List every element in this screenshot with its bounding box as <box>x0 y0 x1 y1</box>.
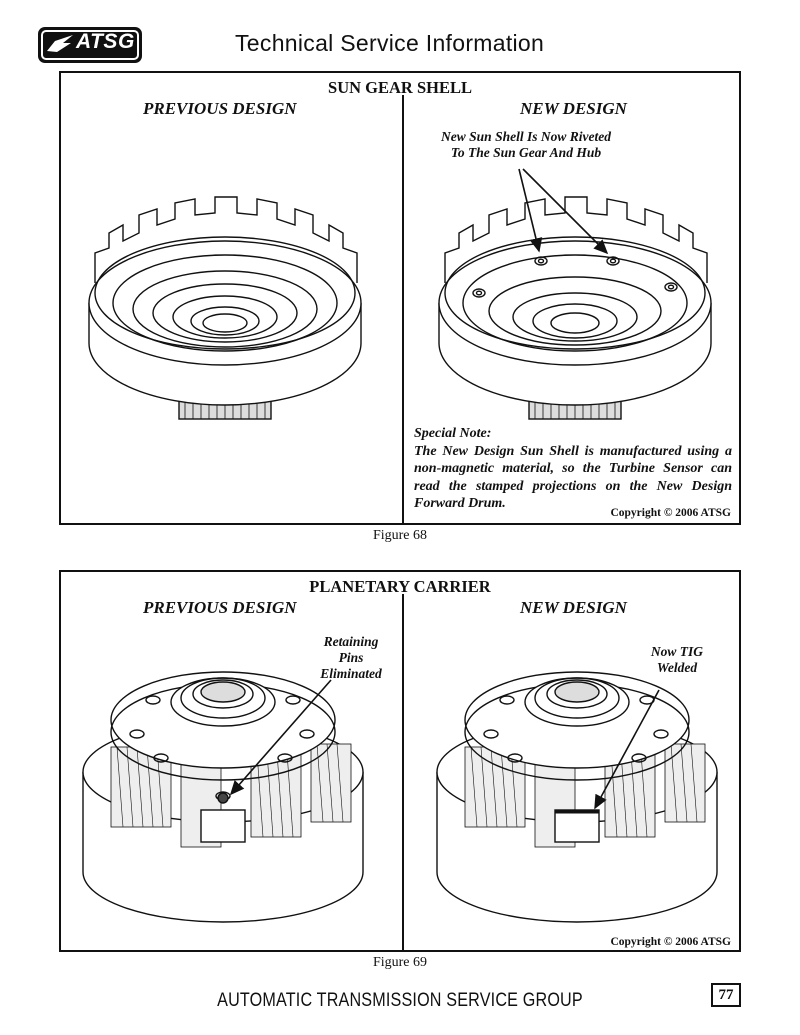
tig-welded-callout-line1: Now TIG <box>650 644 704 659</box>
atsg-logo: ATSG <box>38 27 142 63</box>
figure-69-caption: Figure 69 <box>372 955 428 970</box>
page-title: Technical Service Information <box>235 30 545 56</box>
special-note-title: Special Note: <box>414 426 492 441</box>
riveted-callout: New Sun Shell Is Now Riveted To The Sun … <box>406 129 646 161</box>
panel-divider <box>402 95 404 523</box>
riveted-callout-line2: To The Sun Gear And Hub <box>450 145 602 160</box>
previous-design-heading: PREVIOUS DESIGN <box>143 99 297 118</box>
retaining-pins-callout-line2: Pins <box>338 650 364 665</box>
eagle-icon <box>47 35 73 52</box>
special-note-body: The New Design Sun Shell is manufactured… <box>414 443 732 512</box>
footer-organization: AUTOMATIC TRANSMISSION SERVICE GROUP <box>217 990 583 1011</box>
retaining-pins-callout: Retaining Pins Eliminated <box>301 634 401 682</box>
planetary-carrier-illustration <box>82 671 718 923</box>
figure-68-panel: SUN GEAR SHELL PREVIOUS DESIGN NEW DESIG… <box>59 71 741 525</box>
copyright-notice: Copyright © 2006 ATSG <box>610 936 731 948</box>
logo-text: ATSG <box>76 30 135 53</box>
previous-design-heading: PREVIOUS DESIGN <box>143 598 297 617</box>
panel-divider <box>402 594 404 950</box>
figure-69-panel: PLANETARY CARRIER PREVIOUS DESIGN NEW DE… <box>59 570 741 952</box>
new-design-heading: NEW DESIGN <box>520 598 627 617</box>
special-note: Special Note: The New Design Sun Shell i… <box>414 425 732 513</box>
figure-68-caption: Figure 68 <box>372 528 428 543</box>
figure-69-title: PLANETARY CARRIER <box>309 577 491 596</box>
figure-68-title: SUN GEAR SHELL <box>328 78 472 97</box>
new-planetary-carrier-drawing <box>436 671 718 923</box>
previous-sun-shell-drawing <box>88 196 362 420</box>
new-sun-shell-drawing <box>438 168 712 420</box>
retaining-pins-callout-line3: Eliminated <box>320 666 382 681</box>
retaining-pins-callout-line1: Retaining <box>323 634 379 649</box>
new-design-heading: NEW DESIGN <box>520 99 627 118</box>
sun-gear-shell-illustration <box>88 168 712 420</box>
page-number: 77 <box>711 983 741 1007</box>
tig-welded-callout: Now TIG Welded <box>627 644 727 676</box>
copyright-notice: Copyright © 2006 ATSG <box>610 507 731 519</box>
tig-welded-callout-line2: Welded <box>656 660 698 675</box>
previous-planetary-carrier-drawing <box>82 671 364 923</box>
riveted-callout-line1: New Sun Shell Is Now Riveted <box>441 129 611 144</box>
